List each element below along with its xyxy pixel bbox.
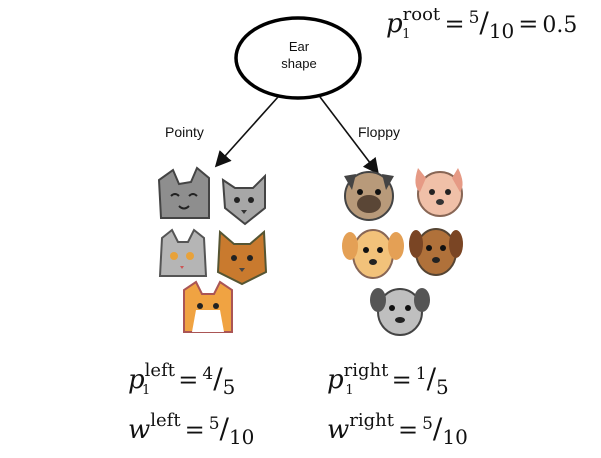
dog-pug-image bbox=[344, 171, 394, 221]
left-w-num: 5 bbox=[208, 414, 220, 434]
dog-golden-image bbox=[342, 229, 404, 279]
root-formula-var: p bbox=[386, 9, 403, 39]
right-w-eq: = bbox=[397, 416, 419, 444]
left-p-var: p bbox=[128, 365, 145, 395]
root-formula: proot1=5/10=0.5 bbox=[386, 4, 578, 43]
right-p-sub: 1 bbox=[345, 383, 354, 398]
root-formula-den: 10 bbox=[488, 19, 515, 43]
left-p-sub: 1 bbox=[141, 383, 151, 398]
left-w-den: 10 bbox=[228, 425, 255, 449]
root-formula-sup: root bbox=[402, 4, 441, 25]
root-node-label-line1: Ear bbox=[288, 39, 310, 54]
root-formula-sub: 1 bbox=[402, 27, 411, 42]
left-p-slash: / bbox=[213, 362, 223, 395]
right-w-var: w bbox=[327, 415, 350, 445]
right-w-sup: right bbox=[349, 410, 394, 431]
root-formula-value: 0.5 bbox=[542, 13, 578, 38]
cat-gray-grumpy-image bbox=[221, 173, 266, 226]
right-p-sup: right bbox=[343, 360, 389, 381]
root-node-ellipse bbox=[234, 16, 362, 100]
left-p-den: 5 bbox=[222, 375, 236, 399]
branch-label-floppy: Floppy bbox=[358, 124, 401, 140]
root-formula-eq2: = bbox=[518, 10, 539, 38]
root-formula-num: 5 bbox=[468, 8, 480, 28]
cat-gray-smiling-image bbox=[157, 166, 210, 219]
dog-gray-image bbox=[370, 288, 430, 336]
branch-label-pointy: Pointy bbox=[165, 124, 204, 140]
root-formula-eq: = bbox=[444, 10, 465, 38]
right-p-slash: / bbox=[426, 362, 437, 395]
left-p-num: 4 bbox=[202, 364, 214, 384]
cat-gray-fluffy-image bbox=[158, 228, 208, 277]
left-w-var: w bbox=[128, 415, 151, 445]
dog-brown-image bbox=[409, 228, 463, 276]
arrow-right bbox=[319, 96, 379, 175]
cat-orange-white-image bbox=[183, 280, 233, 333]
right-p-den: 5 bbox=[436, 375, 449, 399]
arrow-left bbox=[214, 96, 279, 168]
right-w-formula: wright=5/10 bbox=[327, 410, 468, 449]
right-w-num: 5 bbox=[422, 414, 433, 434]
left-p-formula: pleft 1 =4/5 bbox=[128, 360, 235, 399]
right-p-num: 1 bbox=[415, 364, 427, 384]
dog-pink-image bbox=[415, 168, 463, 217]
right-p-formula: pright1=1/5 bbox=[327, 360, 449, 399]
left-w-slash: / bbox=[219, 412, 229, 445]
cat-brown-image bbox=[216, 229, 268, 286]
root-node-label: Ear shape bbox=[262, 38, 336, 72]
left-p-eq: = bbox=[178, 366, 199, 394]
root-node-label-line2: shape bbox=[281, 56, 317, 71]
root-formula-slash: / bbox=[479, 6, 489, 39]
left-w-eq: = bbox=[184, 416, 205, 444]
right-p-var: p bbox=[327, 365, 344, 395]
left-w-sup: left bbox=[150, 410, 181, 431]
left-p-sup: left bbox=[144, 360, 175, 381]
right-w-slash: / bbox=[432, 412, 443, 445]
right-w-den: 10 bbox=[442, 425, 468, 449]
left-w-formula: wleft=5/10 bbox=[128, 410, 254, 449]
right-p-eq: = bbox=[391, 366, 412, 394]
